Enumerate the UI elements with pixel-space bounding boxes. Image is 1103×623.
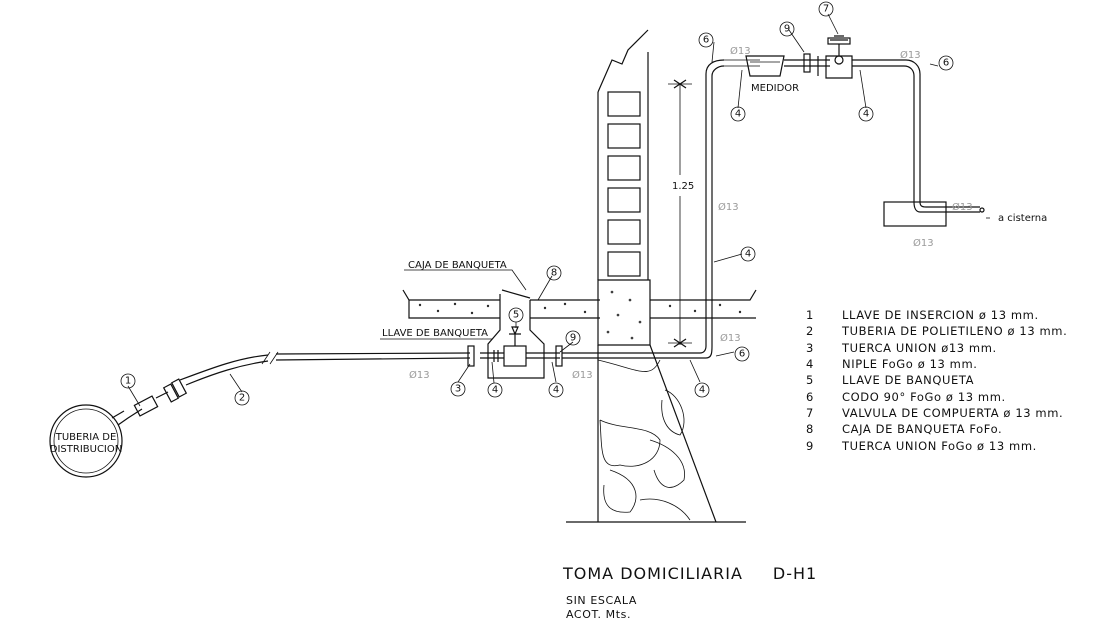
svg-text:6: 6	[943, 58, 949, 69]
callout-6: 6	[698, 32, 714, 48]
callout-9: 9	[565, 330, 581, 346]
legend-number: 8	[806, 422, 814, 437]
legend-item: 9 TUERCA UNION FoGo ø 13 mm.	[806, 437, 1067, 453]
legend-number: 1	[806, 308, 814, 323]
gate-valve	[825, 35, 853, 79]
legend-text: LLAVE DE BANQUETA	[842, 373, 975, 388]
water-meter: MEDIDOR	[745, 55, 799, 94]
a-cisterna-label: a cisterna	[998, 213, 1047, 224]
callouts: 1 2 3 4 4 4 4 4 4 5 6 6 6 7 8 9 9	[120, 1, 954, 406]
callout-leaders	[127, 13, 939, 407]
legend-number: 9	[806, 438, 814, 453]
legend-text: TUERCA UNION ø13 mm.	[842, 340, 997, 355]
legend-item: 5 LLAVE DE BANQUETA	[806, 372, 1067, 388]
legend-number: 6	[806, 389, 814, 404]
caja-banqueta-label: CAJA DE BANQUETA	[408, 260, 507, 271]
legend: 1 LLAVE DE INSERCION ø 13 mm. 2 TUBERIA DE…	[806, 307, 1067, 454]
legend-text: LLAVE DE INSERCION ø 13 mm.	[842, 308, 1039, 323]
svg-text:4: 4	[863, 109, 869, 120]
diameter-label: Ø13	[900, 49, 921, 61]
dimension-label: 1.25	[672, 181, 694, 192]
legend-item: 4 NIPLE FoGo ø 13 mm.	[806, 356, 1067, 372]
legend-text: VALVULA DE COMPUERTA ø 13 mm.	[842, 405, 1064, 420]
legend-item: 6 CODO 90° FoGo ø 13 mm.	[806, 388, 1067, 404]
legend-text: CODO 90° FoGo ø 13 mm.	[842, 389, 1006, 404]
callout-4: 4	[487, 382, 503, 398]
sidewalk-box: CAJA DE BANQUETA LLAVE DE BANQUETA	[380, 260, 563, 379]
legend-number: 3	[806, 340, 814, 355]
legend-text: CAJA DE BANQUETA FoFo.	[842, 422, 1003, 437]
legend-item: 7 VALVULA DE COMPUERTA ø 13 mm.	[806, 405, 1067, 421]
medidor-label: MEDIDOR	[751, 83, 799, 94]
legend-number: 2	[806, 324, 814, 339]
callout-7: 7	[818, 1, 834, 17]
callout-4: 4	[694, 382, 710, 398]
legend-number: 5	[806, 373, 814, 388]
legend-item: 2 TUBERIA DE POLIETILENO ø 13 mm.	[806, 323, 1067, 339]
distribution-pipe-label-1: TUBERIA DE	[55, 432, 117, 443]
svg-text:4: 4	[699, 385, 705, 396]
callout-4: 4	[740, 246, 756, 262]
svg-text:6: 6	[739, 349, 745, 360]
diameter-label: Ø13	[720, 332, 741, 344]
height-dimension: 1.25	[668, 79, 694, 348]
legend-item: 3 TUERCA UNION ø13 mm.	[806, 340, 1067, 356]
svg-text:8: 8	[551, 268, 557, 279]
svg-text:1: 1	[125, 376, 131, 387]
polyethylene-pipe	[111, 351, 471, 426]
drawing-code: D-H1	[772, 564, 818, 583]
callout-4: 4	[858, 106, 874, 122]
callout-6: 6	[734, 346, 750, 362]
svg-text:4: 4	[492, 385, 498, 396]
callout-5: 5	[508, 307, 524, 323]
svg-text:9: 9	[784, 24, 790, 35]
svg-text:9: 9	[570, 333, 576, 344]
wall	[566, 29, 746, 523]
riser-pipe	[562, 59, 760, 359]
svg-text:5: 5	[513, 310, 519, 321]
legend-item: 8 CAJA DE BANQUETA FoFo.	[806, 421, 1067, 437]
legend-number: 4	[806, 357, 814, 372]
drawing-title: TOMA DOMICILIARIA D-H1	[563, 564, 817, 583]
diameter-label: Ø13	[952, 201, 973, 213]
diameter-label: Ø13	[718, 201, 739, 213]
distribution-pipe-label-2: DISTRIBUCION	[50, 444, 122, 455]
callout-3: 3	[450, 381, 466, 397]
sidewalk	[402, 289, 757, 319]
svg-text:4: 4	[553, 385, 559, 396]
callout-9: 9	[779, 21, 795, 37]
llave-banqueta-label: LLAVE DE BANQUETA	[382, 328, 488, 339]
callout-8: 8	[546, 265, 562, 281]
svg-text:4: 4	[735, 109, 741, 120]
legend-text: TUBERIA DE POLIETILENO ø 13 mm.	[842, 324, 1068, 339]
svg-text:2: 2	[239, 393, 245, 404]
legend-text: TUERCA UNION FoGo ø 13 mm.	[842, 438, 1037, 453]
diameter-label: Ø13	[409, 369, 430, 381]
outlet-pipe: a cisterna	[852, 59, 1047, 227]
scale-note: SIN ESCALA	[566, 594, 637, 607]
diameter-label: Ø13	[730, 45, 751, 57]
callout-2: 2	[234, 390, 250, 406]
legend-text: NIPLE FoGo ø 13 mm.	[842, 357, 978, 372]
svg-text:7: 7	[823, 4, 829, 15]
drawing-title-main: TOMA DOMICILIARIA	[563, 564, 743, 583]
diameter-label: Ø13	[913, 237, 934, 249]
callout-1: 1	[120, 373, 136, 389]
svg-text:4: 4	[745, 249, 751, 260]
svg-text:3: 3	[455, 384, 461, 395]
diameter-label: Ø13	[572, 369, 593, 381]
callout-6: 6	[938, 55, 954, 71]
meter-outlet-pipe	[784, 53, 830, 76]
legend-number: 7	[806, 405, 814, 420]
distribution-pipe: TUBERIA DE DISTRIBUCION	[49, 404, 123, 478]
callout-4: 4	[548, 382, 564, 398]
legend-item: 1 LLAVE DE INSERCION ø 13 mm.	[806, 307, 1067, 323]
diameter-labels: Ø13 Ø13 Ø13 Ø13 Ø13 Ø13 Ø13 Ø13	[409, 45, 973, 381]
units-note: ACOT. Mts.	[566, 608, 632, 621]
svg-text:6: 6	[703, 35, 709, 46]
callout-4: 4	[730, 106, 746, 122]
